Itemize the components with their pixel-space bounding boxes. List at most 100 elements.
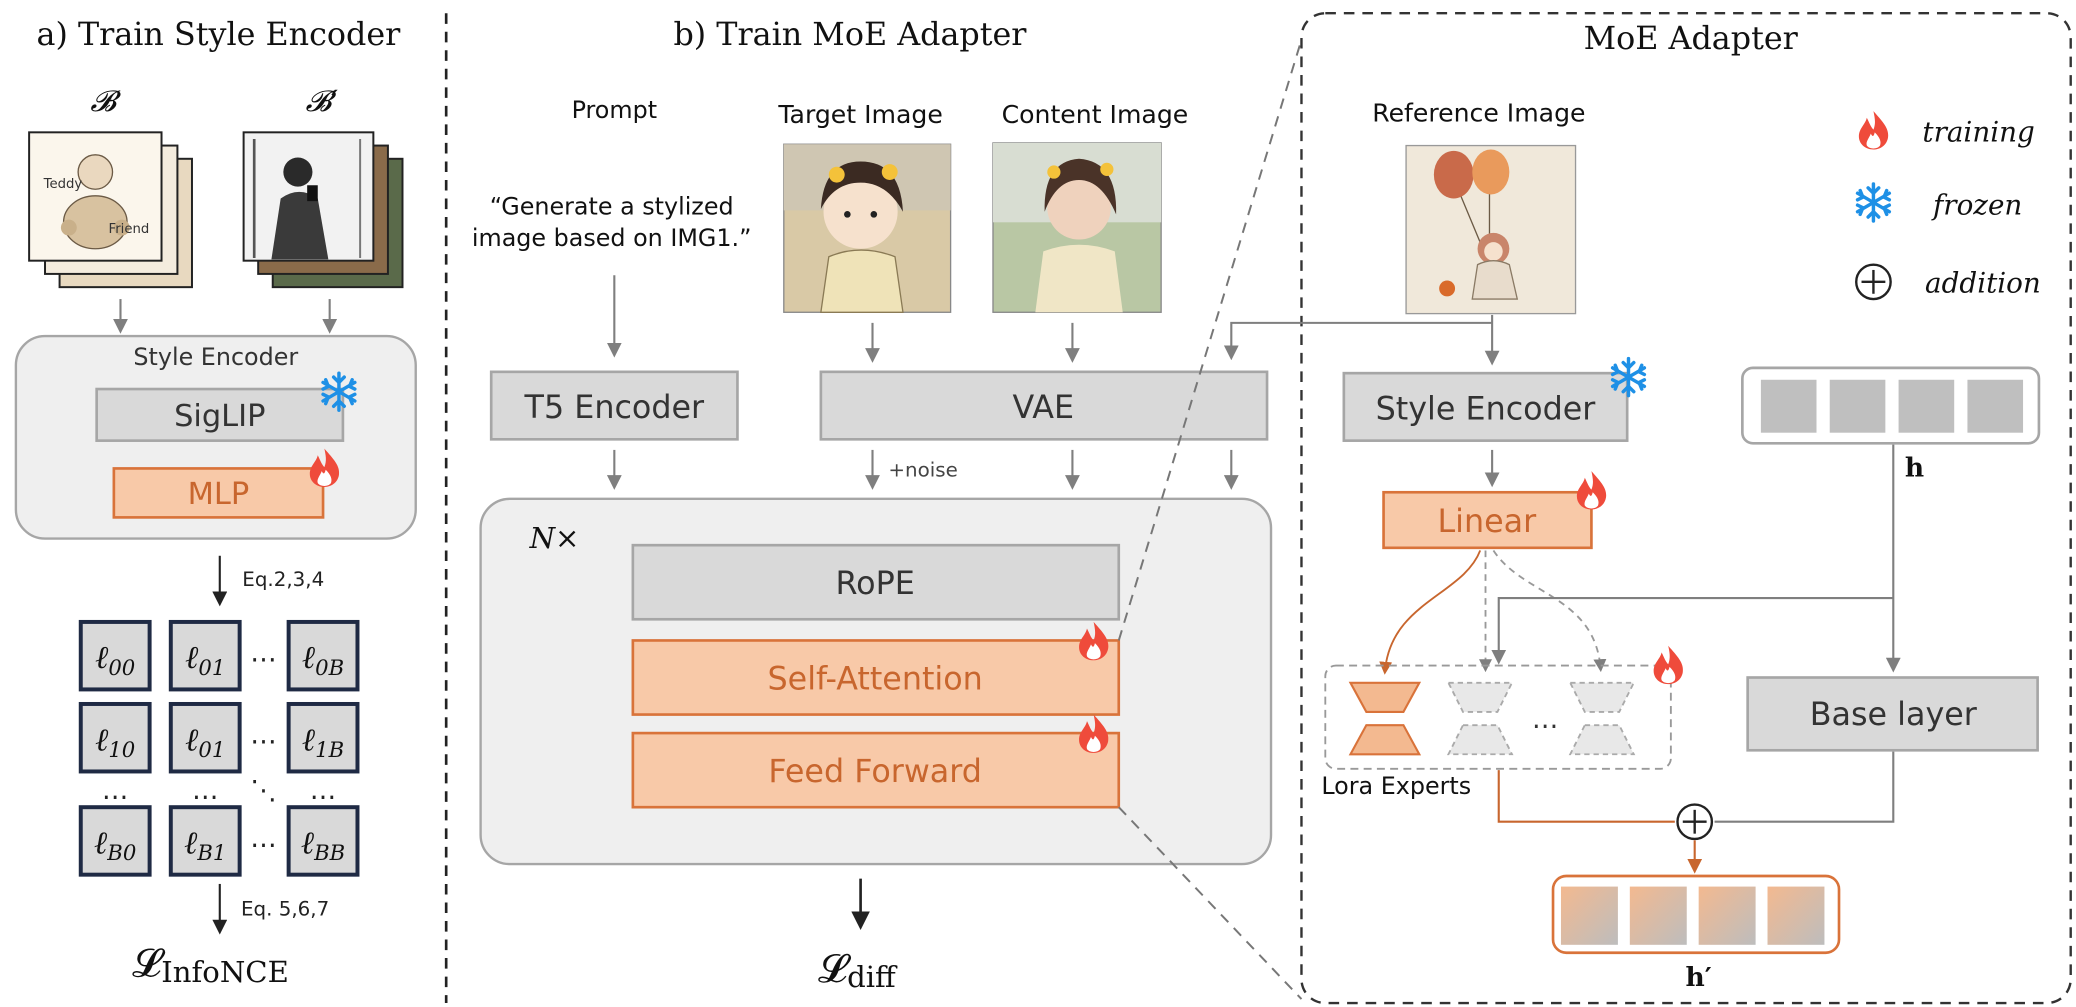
arrow [1714, 751, 1895, 823]
matrix-cell [168, 805, 242, 877]
moe-adapter-panel: MoE Adapter Reference Image Style Encode… [1223, 12, 2072, 1005]
panel-b-title: b) Train MoE Adapter [673, 17, 1027, 53]
lora-experts-group [1324, 664, 1672, 770]
lora-expert-inactive [1446, 681, 1514, 756]
panel-a: a) Train Style Encoder 𝓑 𝓑′ Teddy Friend [14, 17, 417, 989]
legend-frozen: frozen [1931, 188, 2022, 221]
matrix-ellipsis: … [250, 823, 276, 854]
teddy-text: Teddy [43, 177, 83, 192]
prompt-label: Prompt [572, 96, 657, 124]
matrix-ellipsis: … [310, 775, 336, 806]
siglip-box [95, 387, 345, 442]
arrow [1491, 597, 1894, 665]
h-vector-cell [1967, 379, 2024, 433]
moe-adapter-frame [1300, 12, 2072, 1005]
panel-a-title: a) Train Style Encoder [37, 17, 402, 53]
zoom-connector [1118, 806, 1303, 1000]
content-image-label: Content Image [1002, 100, 1189, 129]
matrix-cell-subscript: 0B [315, 655, 344, 680]
self-attention-box [631, 639, 1121, 716]
h-prime-label: h′ [1686, 962, 1712, 993]
vae-box [819, 370, 1269, 441]
target-image-label: Target Image [777, 100, 942, 129]
matrix-cell-subscript: 10 [108, 737, 135, 762]
t5-encoder-box [489, 370, 739, 441]
matrix-cell-symbol: ℓ [302, 640, 316, 676]
training-flame-icon [1653, 645, 1683, 685]
addition-icon [1855, 263, 1892, 301]
noise-label: +noise [888, 458, 957, 481]
base-layer-box [1746, 676, 2039, 752]
arrow [1379, 550, 1482, 675]
matrix-cell-symbol: ℓ [185, 640, 199, 676]
legend: training frozen addition [1855, 111, 2041, 301]
content-image [992, 142, 1162, 313]
eq1-label: Eq.2,3,4 [242, 568, 324, 591]
matrix-cell-label: ℓ1B [302, 722, 344, 762]
eq2-label: Eq. 5,6,7 [241, 898, 329, 921]
vae-label: VAE [1013, 390, 1074, 426]
matrix-cell-label: ℓ01 [185, 722, 225, 762]
moe-style-encoder-box [1342, 371, 1629, 442]
matrix-cell-symbol: ℓ [302, 722, 316, 758]
matrix-ellipsis: ⋱ [250, 775, 276, 806]
h-prime-vector-cell [1629, 886, 1687, 945]
lora-expert-active [1348, 681, 1422, 756]
matrix-cell [286, 701, 360, 774]
target-image [783, 143, 952, 313]
h-label: h [1905, 452, 1924, 483]
lora-expert-inactive [1568, 681, 1636, 756]
zoom-connector [1117, 39, 1303, 641]
matrix-cell-label: ℓ0B [302, 640, 344, 680]
matrix-cell-subscript: B0 [106, 840, 136, 865]
matrix-cell [286, 805, 360, 877]
matrix-cell-label: ℓB0 [94, 826, 136, 866]
matrix-cell-subscript: 01 [198, 737, 225, 762]
arrow [1223, 321, 1493, 361]
rope-box [631, 543, 1121, 621]
n-times-label: N× [529, 521, 580, 555]
loss-subscript: InfoNCE [161, 955, 289, 989]
matrix-cell-symbol: ℓ [95, 722, 109, 758]
prompt-text-line2: image based on IMG1.” [472, 224, 752, 252]
reference-image [1405, 144, 1577, 315]
matrix-cell-symbol: ℓ [184, 826, 198, 862]
matrix-cell-subscript: B1 [196, 840, 226, 865]
h-vector-cell [1829, 379, 1886, 433]
batch-label: 𝓑 [90, 84, 121, 118]
matrix-cell [78, 619, 152, 692]
mlp-box [112, 467, 325, 519]
addition-icon [1676, 803, 1714, 841]
h-vector-cell [1898, 379, 1955, 433]
diff-loss: 𝓛diff [818, 946, 898, 994]
matrix-cell-label: ℓ10 [95, 722, 135, 762]
mlp-label: MLP [188, 477, 250, 512]
arrow [1497, 770, 1675, 823]
matrix-cell [168, 701, 242, 774]
style-encoder-label: Style Encoder [133, 343, 298, 371]
matrix-ellipsis: … [102, 775, 128, 806]
self-attention-label: Self-Attention [767, 661, 982, 697]
lora-ellipsis: … [1532, 704, 1558, 735]
matrix-cell-symbol: ℓ [95, 640, 109, 676]
matrix-ellipsis: … [192, 775, 218, 806]
matrix-cell-symbol: ℓ [185, 722, 199, 758]
feed-forward-box [631, 731, 1121, 809]
matrix-cell-label: ℓBB [301, 826, 345, 866]
h-prime-vector-cell [1560, 886, 1618, 945]
batch-prime-image-stack [242, 131, 404, 289]
frozen-snowflake-icon [1855, 182, 1892, 223]
matrix-cell-subscript: BB [313, 840, 345, 865]
matrix-cell [78, 701, 152, 774]
friend-text: Friend [109, 222, 150, 237]
t5-encoder-label: T5 Encoder [524, 390, 705, 426]
arrow [1492, 549, 1607, 673]
training-flame-icon [1576, 471, 1607, 510]
legend-training: training [1922, 116, 2034, 149]
base-layer-label: Base layer [1810, 697, 1978, 733]
panel-b: b) Train MoE Adapter Prompt “Generate a … [472, 17, 1273, 994]
matrix-cell [78, 805, 152, 877]
batch-prime-label: 𝓑′ [306, 84, 339, 118]
matrix-cell-subscript: 01 [198, 655, 225, 680]
